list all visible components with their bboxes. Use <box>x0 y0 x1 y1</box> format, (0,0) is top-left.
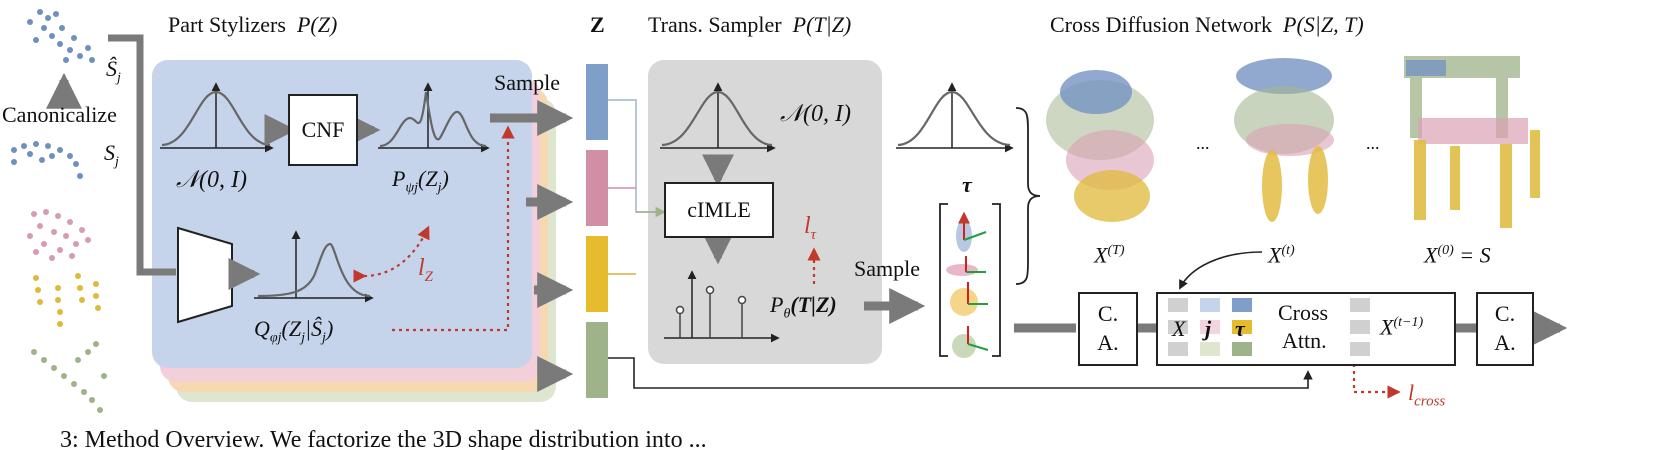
label-p-psi: Pψj(Zj) <box>392 166 449 196</box>
point-cloud-pink <box>27 209 91 261</box>
tau-glyphs <box>946 211 989 358</box>
label-cross-attn-2: Attn. <box>1282 328 1327 353</box>
cloud-x0 <box>1404 56 1540 228</box>
z-bar-yellow <box>586 236 608 312</box>
label-x-t-minus: X(t−1) <box>1380 314 1424 340</box>
label-q-phi: Qφj(Zj|Ŝj) <box>254 316 334 346</box>
stylizer-gaussian-1 <box>160 82 274 153</box>
label-sample-stylizer: Sample <box>494 70 560 95</box>
label-p-theta: Pθ(T|Z) <box>770 292 837 322</box>
cloud-xt <box>1234 58 1334 222</box>
stylizer-posterior <box>254 230 374 303</box>
title-part-stylizers: Part Stylizers P(Z) <box>168 12 338 37</box>
z-bar-blue <box>586 64 608 140</box>
cimle-box: cIMLE <box>664 182 774 238</box>
label-loss-tau: lτ <box>804 213 817 243</box>
cross-attn-tokens <box>1168 298 1370 356</box>
ca-box-left: C. A. <box>1078 292 1138 366</box>
label-cross-j: j <box>1205 316 1212 341</box>
cloud-xT <box>1046 70 1154 222</box>
sampler-gaussian <box>660 82 776 153</box>
label-x-t: X(t) <box>1268 242 1295 268</box>
label-cross-tau: τ <box>1235 316 1245 341</box>
curly-brace <box>1015 107 1041 285</box>
sampler-dirac <box>664 270 780 343</box>
title-cross-diffusion: Cross Diffusion Network P(S|Z, T) <box>1050 12 1364 37</box>
dots-1: ... <box>1196 133 1210 153</box>
point-cloud-chair-top <box>27 9 95 63</box>
label-loss-cross: lcross <box>1408 380 1446 410</box>
stylizer-multimodal <box>378 82 490 153</box>
label-x-0: X(0) = S <box>1424 242 1491 268</box>
label-normal-sampler: 𝒩(0, I) <box>780 101 851 127</box>
label-x-T: X(T) <box>1094 242 1125 268</box>
point-cloud-seat <box>11 141 83 179</box>
cross-attn-box <box>1156 292 1456 366</box>
encoder-trapezoid <box>177 226 233 324</box>
z-bar-green <box>586 322 608 398</box>
title-z: Z <box>590 12 605 37</box>
label-sample-sampler: Sample <box>854 256 920 281</box>
stylizer-panel-blue <box>152 60 532 368</box>
ca-box-right: C. A. <box>1476 292 1534 366</box>
label-normal-stylizer: 𝒩(0, I) <box>176 167 247 193</box>
label-s-j: Sj <box>104 140 119 170</box>
cnf-box: CNF <box>288 94 358 166</box>
point-cloud-green <box>31 341 107 413</box>
z-bar-pink <box>586 150 608 226</box>
label-loss-z: lZ <box>418 255 434 285</box>
label-tau: τ <box>962 172 972 197</box>
title-trans-sampler: Trans. Sampler P(T|Z) <box>648 12 852 37</box>
label-cross-attn-1: Cross <box>1278 300 1329 325</box>
dots-2: ... <box>1366 133 1380 153</box>
label-s-hat: Ŝj <box>106 56 121 86</box>
diffusion-gaussian <box>896 82 1014 153</box>
point-cloud-yellow-legs <box>33 273 101 327</box>
caption-fragment: 3: Method Overview. We factorize the 3D … <box>60 428 707 450</box>
label-cross-x: X <box>1172 316 1186 341</box>
label-canonicalize: Canonicalize <box>2 102 117 127</box>
